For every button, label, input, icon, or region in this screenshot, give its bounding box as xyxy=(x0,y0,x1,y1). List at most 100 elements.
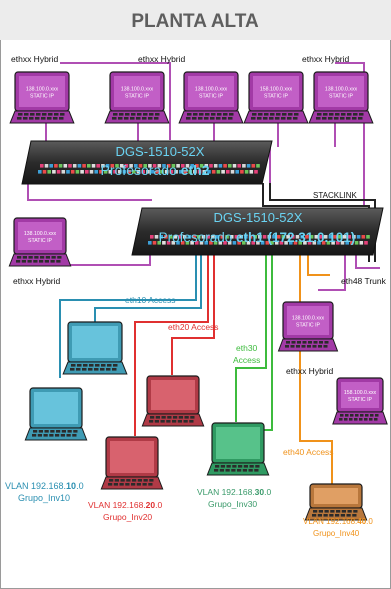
switch-port xyxy=(213,241,218,245)
switch-port xyxy=(216,170,221,174)
static-ip-caption: STATIC IP xyxy=(329,94,354,100)
switch-port xyxy=(221,170,225,174)
switch-port xyxy=(319,235,323,239)
label-hybrid-top-mid: ethxx Hybrid xyxy=(138,54,186,64)
switch-port xyxy=(228,164,232,168)
access-link-line xyxy=(59,255,197,378)
switch-port xyxy=(89,170,94,174)
switch-port xyxy=(96,164,100,168)
switch-port xyxy=(267,235,272,239)
switch-port xyxy=(166,164,171,168)
switch-top-model: DGS-1510-52X xyxy=(116,144,205,159)
page-title: PLANTA ALTA xyxy=(131,11,259,32)
switch-port xyxy=(166,241,171,245)
access-link-line xyxy=(171,255,215,375)
switch-port xyxy=(171,241,176,245)
switch-port xyxy=(300,235,304,239)
switch-port xyxy=(199,241,204,245)
switch-port xyxy=(155,170,160,174)
switch-port xyxy=(258,235,262,239)
switch-port xyxy=(68,164,72,168)
switch-port xyxy=(103,170,108,174)
static-ip-address: 158.100.0.xxx xyxy=(344,390,377,396)
vlan30-caption-line2: Grupo_Inv30 xyxy=(208,499,257,509)
vlan10-caption-line1: VLAN 192.168.10.0 xyxy=(5,481,84,491)
switch-port xyxy=(148,241,152,245)
switch-port xyxy=(171,164,176,168)
switch-port xyxy=(108,170,113,174)
switch-port xyxy=(182,235,187,239)
static-ip-caption: STATIC IP xyxy=(296,323,321,329)
switch-port xyxy=(239,235,243,239)
switch-port xyxy=(293,241,298,245)
switch-port xyxy=(183,170,188,174)
switch-port xyxy=(289,241,293,245)
switch-port xyxy=(237,241,241,245)
label-hybrid-top-left: ethxx Hybrid xyxy=(11,54,59,64)
switch-port xyxy=(132,170,136,174)
switch-port xyxy=(234,235,239,239)
switch-port xyxy=(110,164,115,168)
access-link-line xyxy=(262,255,273,431)
switch-port xyxy=(52,170,56,174)
switch-port xyxy=(249,170,254,174)
switch-port xyxy=(176,241,180,245)
switch-port xyxy=(190,164,194,168)
switch-port xyxy=(226,170,230,174)
switch-port xyxy=(211,170,216,174)
switch-port xyxy=(309,235,314,239)
switch-port xyxy=(256,241,260,245)
switch-port xyxy=(197,170,202,174)
switch-port xyxy=(240,170,244,174)
title-band xyxy=(0,0,391,40)
switch-port xyxy=(157,241,161,245)
switch-port xyxy=(143,164,147,168)
switch-port xyxy=(336,241,340,245)
switch-port xyxy=(150,170,155,174)
switch-port xyxy=(229,235,234,239)
switch-port xyxy=(303,241,307,245)
label-stacklink: STACKLINK xyxy=(313,191,358,200)
vlan30-caption-line1: VLAN 192.168.30.0 xyxy=(197,487,271,497)
switch-port xyxy=(42,170,47,174)
switch-port xyxy=(204,241,208,245)
label-hybrid-right: ethxx Hybrid xyxy=(286,366,334,376)
switch-port xyxy=(75,170,80,174)
switch-port xyxy=(218,241,223,245)
switch-port xyxy=(237,164,241,168)
switch-port xyxy=(77,164,82,168)
switch-port xyxy=(160,170,164,174)
static-ip-address: 138.100.0.xxx xyxy=(24,231,57,237)
switch-port xyxy=(342,235,347,239)
switch-port xyxy=(254,170,258,174)
switch-port xyxy=(162,241,166,245)
switch-port xyxy=(178,235,182,239)
switch-port xyxy=(232,164,237,168)
switch-port xyxy=(61,170,66,174)
switch-port xyxy=(286,235,290,239)
switch-port xyxy=(179,170,183,174)
switch-port xyxy=(345,241,349,245)
switch-port xyxy=(195,241,199,245)
switch-port xyxy=(307,241,312,245)
switch-port xyxy=(321,241,326,245)
switch-port xyxy=(193,170,197,174)
switch-port xyxy=(213,164,218,168)
switch-port xyxy=(356,235,361,239)
switch-port xyxy=(340,241,345,245)
switch-port xyxy=(199,164,204,168)
switch-port xyxy=(117,170,122,174)
switch-top-name: Profesorado eth2 xyxy=(101,162,210,178)
switch-port xyxy=(66,170,70,174)
switch-port xyxy=(56,170,61,174)
switch-port xyxy=(262,235,267,239)
switch-port xyxy=(253,235,257,239)
switch-port xyxy=(270,241,274,245)
switch-port xyxy=(181,164,185,168)
switch-port xyxy=(38,170,42,174)
